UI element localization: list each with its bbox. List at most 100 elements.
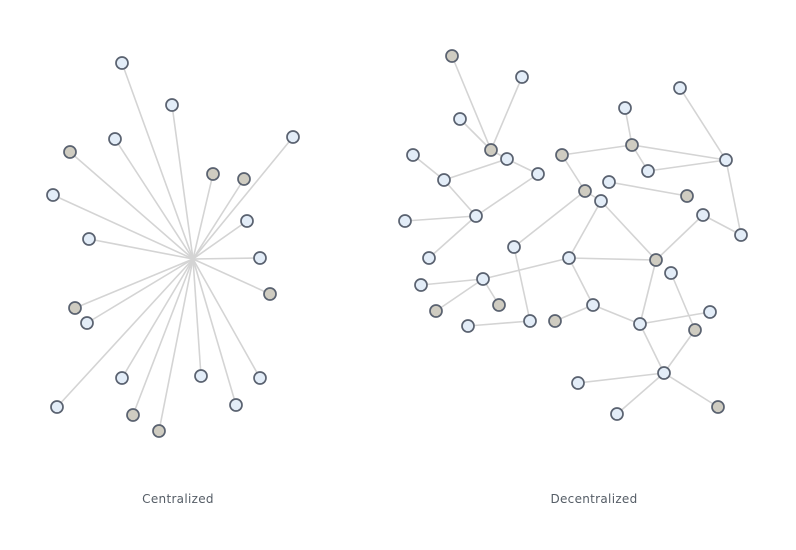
decentralized-node — [571, 376, 585, 390]
decentralized-node — [578, 184, 592, 198]
centralized-edge — [192, 257, 261, 260]
decentralized-edge — [639, 323, 665, 374]
centralized-node — [68, 301, 82, 315]
decentralized-edge — [482, 257, 570, 280]
centralized-edge — [192, 258, 271, 295]
centralized-nodes — [46, 56, 300, 438]
decentralized-node — [507, 240, 521, 254]
decentralized-edge — [568, 257, 657, 261]
decentralized-node — [625, 138, 639, 152]
centralized-edge — [69, 151, 194, 260]
decentralized-edge — [459, 118, 492, 151]
centralized-node — [253, 371, 267, 385]
decentralized-node — [469, 209, 483, 223]
centralized-edge — [114, 138, 194, 260]
decentralized-node — [461, 319, 475, 333]
decentralized-node — [500, 152, 514, 166]
decentralized-edge — [443, 179, 477, 217]
decentralized-node — [641, 164, 655, 178]
decentralized-node — [429, 304, 443, 318]
decentralized-edge — [608, 181, 688, 197]
decentralized-edge — [554, 304, 594, 322]
decentralized-edge — [467, 320, 531, 327]
centralized-node — [115, 56, 129, 70]
decentralized-edge — [435, 278, 484, 312]
decentralized-edge — [561, 144, 633, 156]
centralized-edge — [192, 173, 214, 260]
decentralized-node — [398, 214, 412, 228]
decentralized-edge — [679, 87, 727, 161]
decentralized-node — [680, 189, 694, 203]
centralized-node — [80, 316, 94, 330]
centralized-edge — [88, 238, 194, 260]
centralized-node — [253, 251, 267, 265]
decentralized-node — [688, 323, 702, 337]
decentralized-node — [453, 112, 467, 126]
centralized-node — [237, 172, 251, 186]
centralized-node — [115, 371, 129, 385]
decentralized-edge — [639, 311, 711, 325]
decentralized-node — [445, 49, 459, 63]
decentralized-node — [531, 167, 545, 181]
decentralized-node — [618, 101, 632, 115]
decentralized-node — [711, 400, 725, 414]
decentralized-edge — [639, 259, 657, 325]
centralized-edge — [192, 220, 248, 260]
centralized-edge — [121, 62, 194, 260]
decentralized-node — [673, 81, 687, 95]
decentralized-node — [657, 366, 671, 380]
decentralized-node — [594, 194, 608, 208]
decentralized-edge — [702, 214, 742, 236]
decentralized-node — [523, 314, 537, 328]
decentralized-node — [555, 148, 569, 162]
centralized-edge — [74, 258, 194, 309]
decentralized-node — [719, 153, 733, 167]
centralized-edge — [192, 258, 237, 406]
decentralized-node — [703, 305, 717, 319]
centralized-node — [206, 167, 220, 181]
decentralized-edge — [725, 159, 742, 236]
decentralized-edge — [592, 304, 641, 325]
decentralized-node — [484, 143, 498, 157]
decentralized-edge — [655, 214, 704, 261]
decentralized-edge — [663, 329, 696, 374]
decentralized-node — [414, 278, 428, 292]
decentralized-node — [649, 253, 663, 267]
centralized-edge — [86, 258, 194, 324]
centralized-node — [108, 132, 122, 146]
decentralized-edge — [428, 215, 477, 259]
decentralized-edge — [568, 257, 594, 306]
decentralized-node — [515, 70, 529, 84]
decentralized-node — [492, 298, 506, 312]
decentralized-edge — [647, 159, 727, 172]
centralized-node — [46, 188, 60, 202]
centralized-edges — [52, 62, 294, 432]
decentralized-edge — [577, 372, 665, 384]
decentralized-node — [664, 266, 678, 280]
centralized-node — [165, 98, 179, 112]
centralized-node — [50, 400, 64, 414]
centralized-edge — [192, 136, 294, 260]
decentralized-node — [586, 298, 600, 312]
decentralized-caption: Decentralized — [550, 492, 638, 506]
centralized-node — [126, 408, 140, 422]
decentralized-node — [602, 175, 616, 189]
decentralized-node — [406, 148, 420, 162]
centralized-node — [240, 214, 254, 228]
decentralized-edge — [513, 246, 531, 322]
decentralized-edge — [451, 55, 492, 151]
centralized-node — [82, 232, 96, 246]
decentralized-edge — [631, 144, 727, 161]
decentralized-edge — [670, 272, 696, 331]
centralized-edge — [158, 258, 194, 432]
decentralized-edge — [663, 372, 719, 408]
decentralized-nodes — [398, 49, 748, 421]
centralized-node — [152, 424, 166, 438]
centralized-graph — [46, 56, 300, 438]
centralized-node — [263, 287, 277, 301]
decentralized-edge — [568, 200, 602, 259]
decentralized-edge — [600, 200, 657, 261]
decentralized-edge — [616, 372, 665, 415]
centralized-edge — [56, 258, 194, 408]
